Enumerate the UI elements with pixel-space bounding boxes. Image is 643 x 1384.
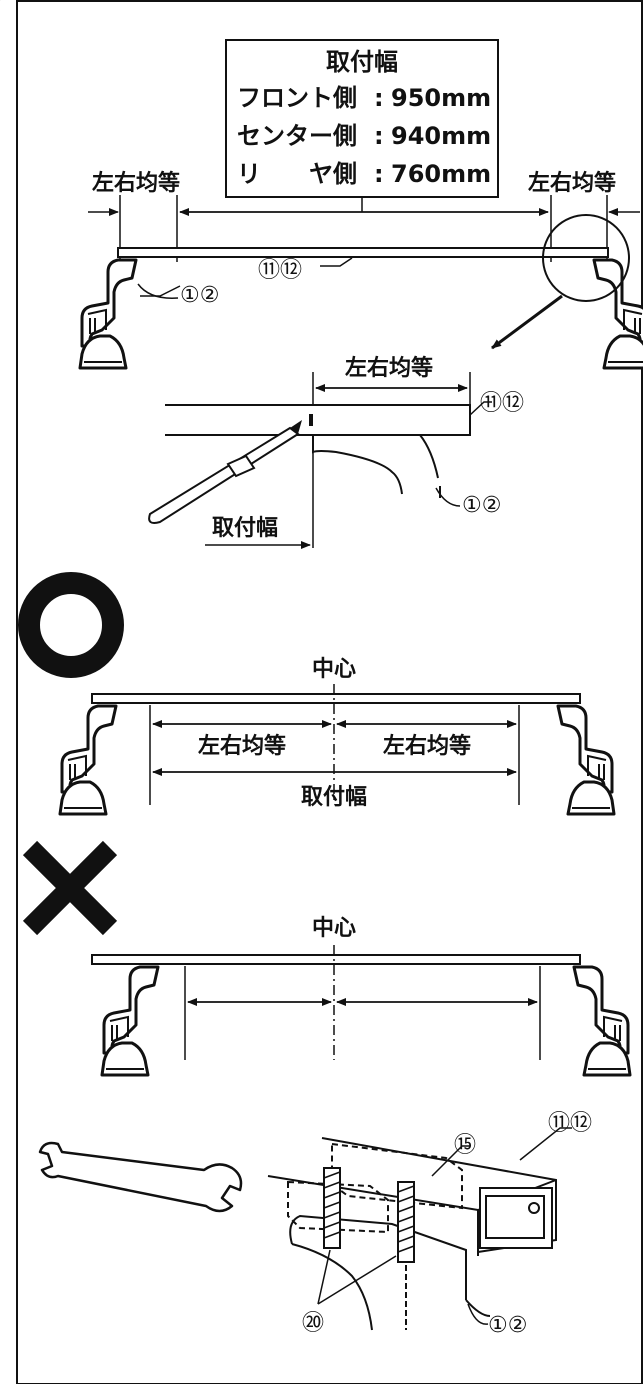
top-rack xyxy=(78,214,643,370)
ng-symbol-text: × xyxy=(0,0,1,1)
ref-bolts: ⑳ xyxy=(302,1311,324,1336)
rack-ok xyxy=(58,684,616,816)
ref-bars-detail: ⑪⑫ xyxy=(480,391,524,416)
ref-plates: ⑮ xyxy=(454,1133,476,1158)
ref-feet-bottom: ①② xyxy=(488,1313,527,1338)
top-callouts: ⑪⑫ ①② xyxy=(137,257,353,308)
ref-bars-bottom: ⑪⑫ xyxy=(548,1111,592,1136)
spec-title: 取付幅 xyxy=(326,48,398,76)
spec-center-label: センター側 xyxy=(237,122,357,150)
spec-box: 取付幅 フロント側 : 950mm センター側 : 940mm リ ヤ側 : 7… xyxy=(225,39,499,198)
ref-bars-top: ⑪⑫ xyxy=(258,258,302,283)
spec-rear-label: リ ヤ側 xyxy=(237,160,357,188)
ok-symbol-text: ○ xyxy=(0,0,1,1)
equal-lr-label-ok-right: 左右均等 xyxy=(383,733,471,759)
mount-width-label-ok: 取付幅 xyxy=(301,785,367,810)
dims-ng xyxy=(184,966,541,1060)
center-label-ok: 中心 xyxy=(312,657,356,682)
page-border xyxy=(16,0,643,1384)
spec-rear-value: 760mm xyxy=(391,160,491,188)
zoom-arrow xyxy=(491,294,563,350)
wrench-icon xyxy=(38,1141,243,1213)
equal-lr-label-left: 左右均等 xyxy=(92,170,180,196)
center-label-ng: 中心 xyxy=(312,916,356,941)
spec-front-sep: : xyxy=(374,84,384,112)
mount-assembly xyxy=(267,1127,572,1331)
spec-rear-sep: : xyxy=(374,160,384,188)
spec-front-label: フロント側 xyxy=(237,84,357,112)
ref-feet-top: ①② xyxy=(180,283,219,308)
equal-lr-label-right: 左右均等 xyxy=(528,170,616,196)
spec-front-value: 950mm xyxy=(391,84,491,112)
dims-ok xyxy=(149,705,520,805)
equal-lr-label-detail: 左右均等 xyxy=(345,355,433,381)
detail-bar: ⑪⑫ ①② xyxy=(165,391,524,518)
spec-center-value: 940mm xyxy=(391,122,491,150)
zoom-circle xyxy=(542,214,630,302)
ref-feet-detail: ①② xyxy=(462,493,501,518)
equal-lr-label-ok-left: 左右均等 xyxy=(198,733,286,759)
cross-ng-icon: × xyxy=(0,0,118,936)
rack-ng xyxy=(91,945,632,1077)
top-dimension-lines xyxy=(88,195,640,262)
detail-dimension xyxy=(312,372,471,548)
circle-ok-icon: ○ xyxy=(0,0,124,678)
pen-icon xyxy=(148,420,302,524)
spec-center-sep: : xyxy=(374,122,384,150)
mount-width-label-detail: 取付幅 xyxy=(212,516,278,541)
